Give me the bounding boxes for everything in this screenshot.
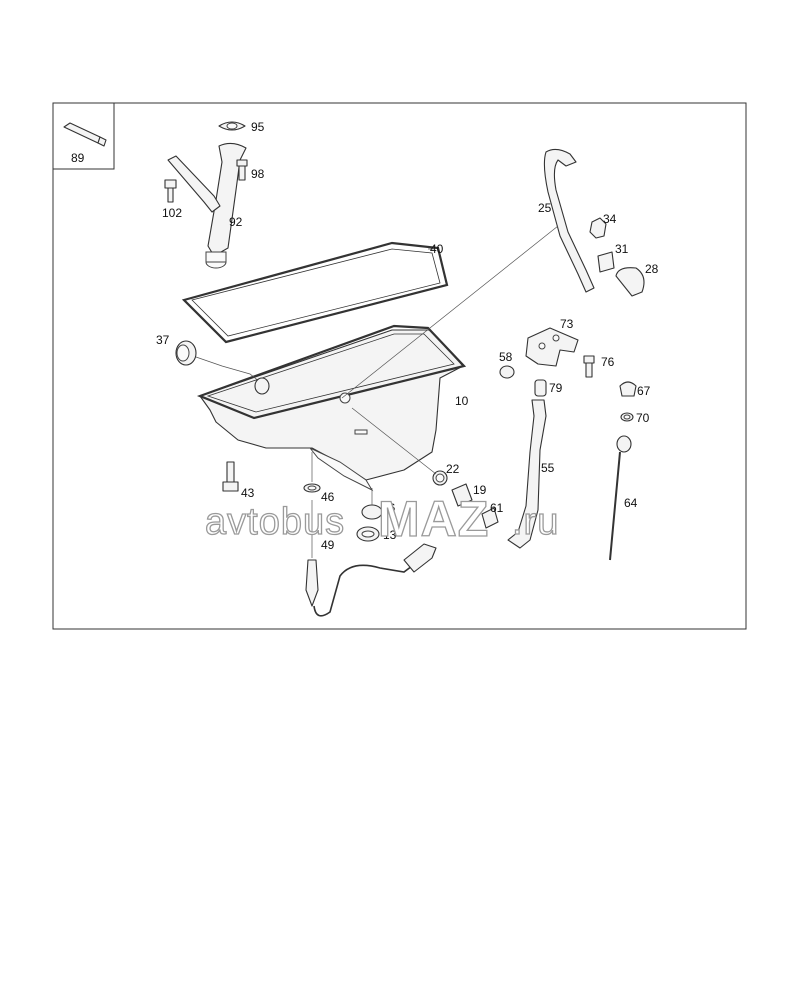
callout-31: 31	[615, 242, 629, 256]
callout-19: 19	[473, 483, 487, 497]
callout-55: 55	[541, 461, 555, 475]
part-46-washer[interactable]	[303, 483, 321, 493]
part-73-bracket[interactable]	[525, 327, 579, 367]
part-67-cap[interactable]	[619, 381, 637, 397]
callout-70: 70	[636, 411, 650, 425]
watermark-prefix: avtobus	[205, 501, 345, 543]
callout-98: 98	[251, 167, 265, 181]
callout-34: 34	[603, 212, 617, 226]
callout-43: 43	[241, 486, 255, 500]
callout-25: 25	[538, 201, 552, 215]
callout-73: 73	[560, 317, 574, 331]
leader-25	[341, 225, 559, 399]
part-34-nut[interactable]	[589, 217, 607, 239]
part-28-hose-bracket[interactable]	[615, 267, 645, 297]
part-61-connector[interactable]	[481, 507, 499, 529]
callout-61: 61	[490, 501, 504, 515]
callout-89: 89	[71, 151, 85, 165]
part-98-bolt[interactable]	[236, 159, 248, 181]
diagram-frame	[52, 102, 747, 630]
callout-79: 79	[549, 381, 563, 395]
part-40-upper-gasket[interactable]	[181, 241, 449, 344]
part-70-oring[interactable]	[620, 412, 634, 422]
part-102-bolt[interactable]	[164, 179, 177, 203]
part-55-guide-tube[interactable]	[507, 399, 547, 549]
callout-67: 67	[637, 384, 651, 398]
watermark-suffix: .ru	[512, 501, 559, 543]
callout-10: 10	[455, 394, 469, 408]
part-58-grommet[interactable]	[499, 365, 515, 379]
plug-seat	[254, 377, 270, 395]
callout-22: 22	[446, 462, 460, 476]
callout-28: 28	[645, 262, 659, 276]
callout-102: 102	[162, 206, 182, 220]
callout-37: 37	[156, 333, 170, 347]
callout-13: 13	[383, 528, 397, 542]
part-25-breather-hose[interactable]	[543, 148, 595, 293]
part-43-bolt[interactable]	[222, 461, 239, 492]
inset-box	[52, 102, 115, 170]
part-79-seal[interactable]	[534, 379, 547, 397]
callout-58: 58	[499, 350, 513, 364]
part-37-plug[interactable]	[175, 340, 197, 366]
part-76-bolt[interactable]	[583, 355, 595, 378]
part-92-suction-pipe[interactable]	[167, 142, 247, 269]
part-49-oil-level-sensor[interactable]	[305, 543, 437, 617]
part-13-seal[interactable]	[356, 526, 380, 542]
part-31-clamp[interactable]	[597, 251, 615, 273]
part-10-oil-pan[interactable]	[196, 324, 467, 492]
callout-16: 16	[382, 501, 396, 515]
leader-22	[351, 407, 437, 475]
part-22-oring[interactable]	[432, 470, 448, 486]
part-89-sealant-tube[interactable]	[63, 122, 107, 147]
callout-76: 76	[601, 355, 615, 369]
callout-95: 95	[251, 120, 265, 134]
callout-49: 49	[321, 538, 335, 552]
part-95-flange-gasket[interactable]	[218, 121, 246, 131]
leader-37	[195, 356, 261, 383]
part-64-dipstick[interactable]	[609, 435, 632, 561]
callout-64: 64	[624, 496, 638, 510]
watermark: avtobus MAZ .ru	[204, 490, 559, 547]
part-19-fitting[interactable]	[451, 483, 473, 507]
watermark-brand: MAZ	[378, 491, 489, 547]
callout-92: 92	[229, 215, 243, 229]
callout-40: 40	[430, 242, 444, 256]
callout-46: 46	[321, 490, 335, 504]
